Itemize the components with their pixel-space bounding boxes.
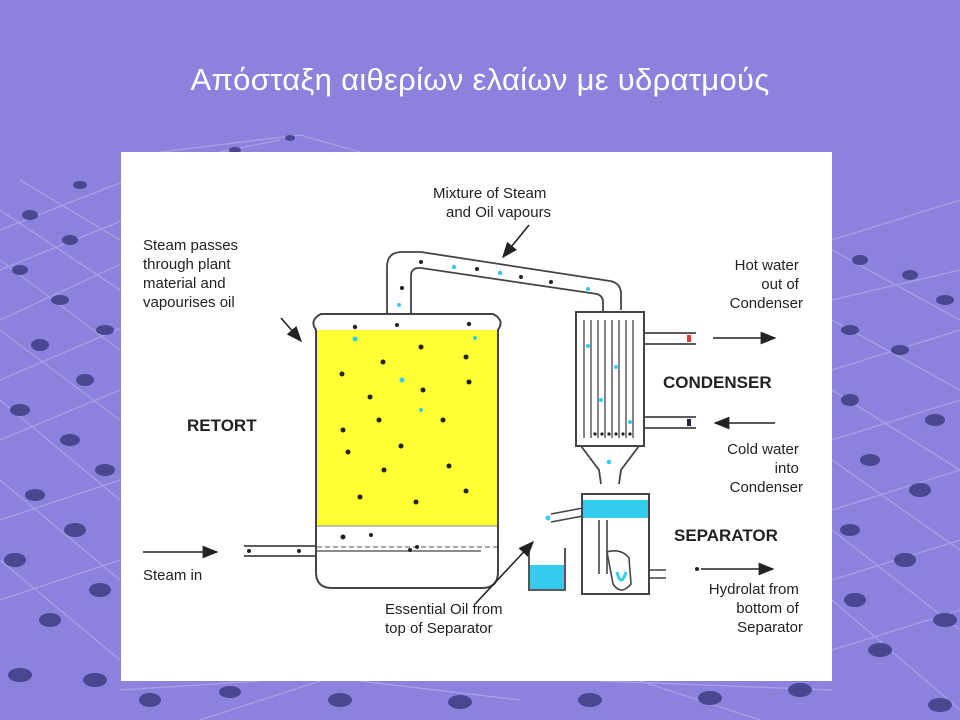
retort-vessel <box>312 313 502 589</box>
vapour-pipe <box>386 251 622 314</box>
plant-material <box>317 330 497 526</box>
separator <box>545 459 666 595</box>
hot-water-label: Hot water out of Condenser <box>730 257 803 312</box>
essential-oil-label: Essential Oil from top of Separator <box>385 601 507 637</box>
mixture-pointer <box>501 224 530 259</box>
condenser <box>575 311 696 485</box>
condenser-label: CONDENSER <box>663 373 772 392</box>
steam-passes-label: Steam passes through plant material and … <box>143 237 242 311</box>
steam-distillation-diagram: Mixture of Steam and Oil vapours Steam p… <box>121 152 832 681</box>
essential-oil-pointer <box>475 540 535 604</box>
cold-water-label: Cold water into Condenser <box>727 441 803 496</box>
mixture-label: Mixture of Steam and Oil vapours <box>433 185 551 221</box>
steam-inlet-pipe <box>244 545 481 557</box>
oil-beaker <box>528 548 566 591</box>
retort-label: RETORT <box>187 416 257 435</box>
steam-passes-pointer <box>280 317 303 343</box>
slide-title: Απόσταξη αιθερίων ελαίων με υδρατμούς <box>190 62 770 97</box>
hydrolat-label: Hydrolat from bottom of Separator <box>709 581 803 636</box>
steam-in-label: Steam in <box>143 567 202 584</box>
separator-label: SEPARATOR <box>674 526 778 545</box>
